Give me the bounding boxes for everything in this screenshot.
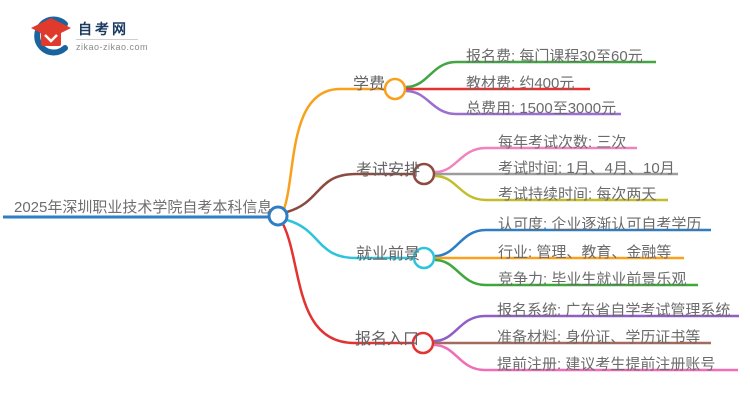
- site-logo: 自考网 zikao-zikao.com: [28, 13, 158, 57]
- child-label-exam-times-per-year: 每年考试次数: 三次: [498, 134, 627, 151]
- branch-label-job-prospects: 就业前景: [356, 246, 421, 263]
- child-line-registration-fee: [405, 60, 656, 89]
- branch-label-registration: 报名入口: [355, 331, 420, 348]
- child-line-exam-duration: [434, 174, 668, 202]
- child-label-early-register: 提前注册: 建议考生提前注册账号: [497, 356, 716, 373]
- root-topic-label: 2025年深圳职业技术学院自考本科信息: [14, 199, 273, 216]
- node-circle-tuition[interactable]: [383, 77, 407, 101]
- child-line-competitiveness: [434, 258, 698, 287]
- branch-label-tuition: 学费: [353, 76, 386, 93]
- child-label-total-cost: 总费用: 1500至3000元: [466, 100, 617, 117]
- child-label-textbook-fee: 教材费: 约400元: [466, 75, 575, 92]
- logo-title: 自考网: [78, 21, 129, 37]
- branch-curve-tuition: [282, 87, 384, 210]
- branch-curve-job-prospects: [286, 218, 413, 260]
- logo-domain: zikao-zikao.com: [76, 42, 149, 52]
- logo-divider: [76, 39, 138, 40]
- child-label-industries: 行业: 管理、教育、金融等: [498, 244, 672, 261]
- child-label-registration-fee: 报名费: 每门课程30至60元: [466, 48, 643, 65]
- child-label-competitiveness: 竞争力: 毕业生就业前景乐观: [498, 271, 687, 288]
- node-circle-exam-schedule[interactable]: [412, 162, 436, 186]
- child-line-total-cost: [405, 89, 621, 116]
- child-label-materials: 准备材料: 身份证、学历证书等: [497, 329, 701, 346]
- child-line-early-register: [433, 343, 738, 372]
- child-label-exam-duration: 考试持续时间: 每次两天: [498, 186, 657, 203]
- child-line-registration-system: [433, 314, 739, 343]
- child-label-recognition: 认可度: 企业逐渐认可自考学历: [498, 216, 702, 233]
- node-circle-registration[interactable]: [411, 331, 435, 355]
- node-circle-job-prospects[interactable]: [412, 246, 436, 270]
- branch-label-exam-schedule: 考试安排: [356, 162, 421, 179]
- child-label-registration-system: 报名系统: 广东省自学考试管理系统: [497, 302, 731, 319]
- child-label-exam-months: 考试时间: 1月、4月、10月: [498, 160, 675, 177]
- branch-curve-exam-schedule: [286, 172, 413, 214]
- root-node-circle[interactable]: [267, 205, 289, 227]
- branch-curve-registration: [281, 223, 412, 345]
- child-line-recognition: [434, 228, 711, 258]
- child-line-exam-times-per-year: [434, 146, 637, 174]
- graduation-cap-icon: [31, 16, 71, 56]
